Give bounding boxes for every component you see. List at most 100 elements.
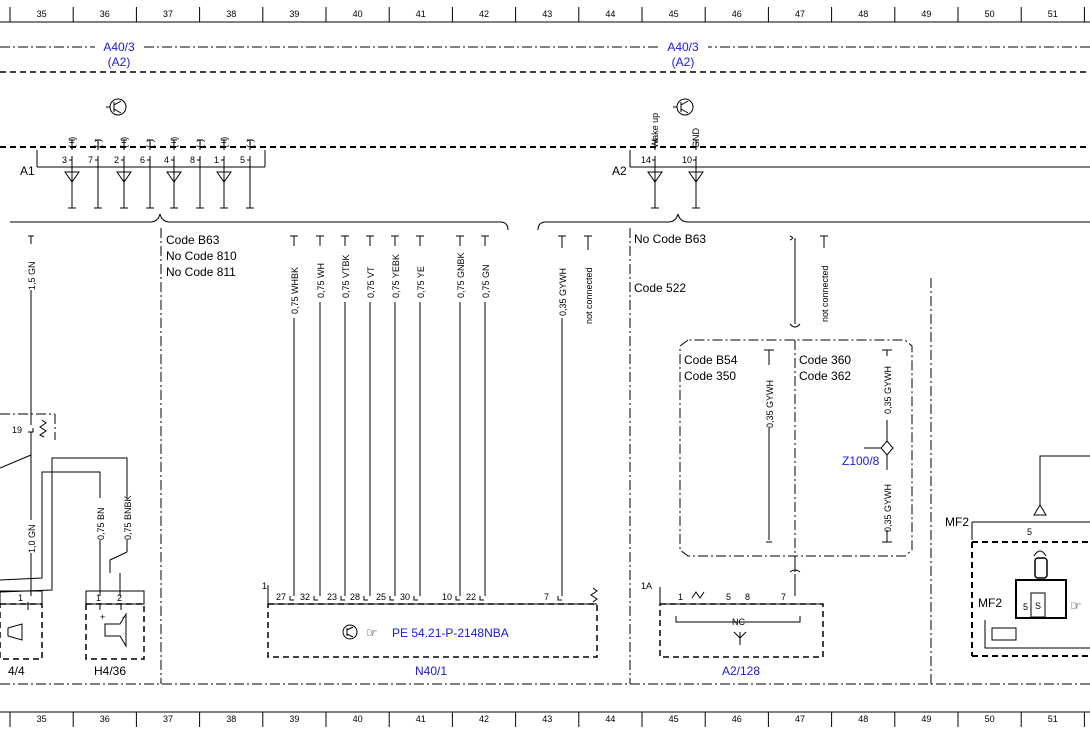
pin-number: 7 [544,592,549,602]
svg-text:5: 5 [1023,602,1028,612]
pin-number: 2 [114,155,119,165]
splice-label: Z100/8 [842,454,880,468]
wire-bn: 0,75 BN [96,507,106,596]
module-label-left: A40/3 [103,40,135,54]
pin-number: 23 [327,592,337,602]
wire-label: 0,75 YE [416,266,426,298]
ruler-label: 38 [226,9,236,19]
top-ruler: 353637383940414243444546474849505152 [0,7,1090,23]
pin-number: 27 [276,592,286,602]
brace-left [10,213,509,231]
pin-number: 22 [466,592,476,602]
speaker-h4-4: 1 4/4 [0,590,43,678]
wire-label: 0,75 VTBK [341,254,351,298]
component-label: N40/1 [415,664,447,678]
ruler-label: 51 [1048,714,1058,724]
pin-number: 5 [240,155,245,165]
code-label: No Code 811 [166,265,236,279]
pin-number: 30 [400,592,410,602]
svg-text:1: 1 [678,592,683,602]
code-label: No Code 810 [166,249,237,263]
reference-link[interactable]: PE 54.21-P-2148NBA [392,626,509,640]
pin-signal-label: GND [691,128,701,149]
ruler-label: 50 [985,9,995,19]
connector-a1-pins: (+)3(-)7(+)2(-)6(+)4(-)8(+)1(-)5 [62,137,255,209]
pin-number: 14 [641,155,651,165]
svg-text:0,75 BN: 0,75 BN [96,507,106,540]
svg-text:0,35 GYWH: 0,35 GYWH [883,484,893,532]
svg-text:Code 362: Code 362 [799,369,851,383]
ruler-label: 48 [858,9,868,19]
component-label: 4/4 [8,664,25,678]
ruler-label: 41 [416,714,426,724]
pin-number: 10 [682,155,692,165]
module-label-bg [660,38,708,70]
connector-a1-label: A1 [20,164,35,178]
pin-number: 10 [442,592,452,602]
component-label: MF2 [945,515,969,529]
pin-number: 25 [376,592,386,602]
module-label-right: A40/3 [667,40,699,54]
ruler-label: 47 [795,9,805,19]
transistor-icon [106,98,127,116]
component-mf2: MF2 5 5 S MF2 ☞ [945,455,1090,657]
wire-10gn: 1,0 GN [0,432,128,596]
svg-text:5: 5 [1027,527,1032,537]
wire-15gn: 1,5 GN [27,235,37,425]
connector-a2-pins: Wake up 14 GND 10 [641,113,704,209]
ruler-label: 49 [921,714,931,724]
pin-number: 3 [62,155,67,165]
svg-text:1A: 1A [641,581,652,591]
wire-label: 0,75 VT [366,266,376,298]
ruler-label: 37 [163,9,173,19]
reference-hand-icon: ☞ [366,626,378,641]
module-sublabel-right: (A2) [672,55,695,69]
wire-gywh-left: 0,35 GYWH not connected [558,235,594,596]
pin-number: 28 [350,592,360,602]
ruler-label: 44 [605,714,615,724]
svg-text:Code 360: Code 360 [799,353,851,367]
svg-text:19: 19 [12,425,22,435]
svg-text:-: - [122,612,125,622]
ruler-label: 35 [37,714,47,724]
svg-text:0,35 GYWH: 0,35 GYWH [765,380,775,428]
component-label: H4/36 [94,664,126,678]
wire-label: 0,75 WH [316,263,326,298]
transistor-icon [342,624,358,640]
wire-right-main: not connected [789,235,830,328]
ruler-label: 42 [479,714,489,724]
svg-text:1: 1 [18,593,23,603]
pin-number: 32 [300,592,310,602]
ruler-label: 46 [732,714,742,724]
ruler-label: 39 [289,714,299,724]
pin-number: 8 [190,155,195,165]
ruler-label: 40 [353,9,363,19]
svg-text:+: + [100,612,105,622]
ruler-label: 35 [37,9,47,19]
component-label: A2/128 [722,664,760,678]
ruler-label: 45 [669,9,679,19]
ruler-label: 47 [795,714,805,724]
svg-text:0,35 GYWH: 0,35 GYWH [883,366,893,414]
svg-text:S: S [1035,601,1041,611]
svg-text:2: 2 [117,593,122,603]
ruler-label: 45 [669,714,679,724]
svg-text:8: 8 [745,592,750,602]
pin-number: 7 [88,155,93,165]
svg-text:1: 1 [262,581,267,591]
svg-text:1: 1 [96,593,101,603]
ruler-label: 41 [416,9,426,19]
bottom-ruler: 353637383940414243444546474849505152 [0,711,1090,727]
svg-text:1,0 GN: 1,0 GN [27,524,37,553]
svg-text:Code 350: Code 350 [684,369,736,383]
ruler-label: 36 [100,714,110,724]
component-n40-1: 1 ☞ PE 54.21-P-2148NBA N40/1 [262,581,598,678]
ruler-label: 46 [732,9,742,19]
svg-text:NC: NC [732,617,745,627]
connector-a2-label: A2 [612,164,627,178]
svg-text:5: 5 [726,592,731,602]
pin-signal-label: Wake up [650,113,660,148]
ruler-label: 37 [163,714,173,724]
code-box: Code B54 Code 350 Code 360 Code 362 0,35… [679,339,913,596]
